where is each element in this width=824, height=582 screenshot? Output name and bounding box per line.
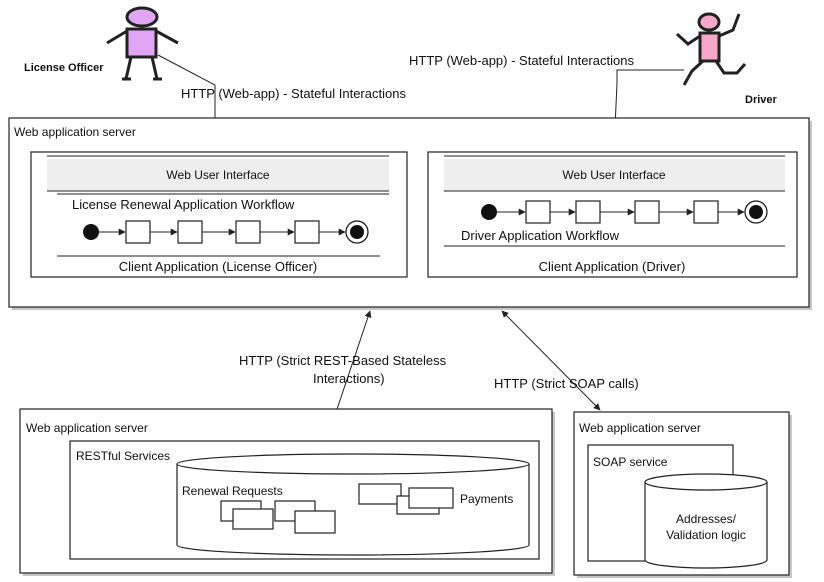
payments-group — [358, 483, 454, 515]
officer-ui-bar — [47, 159, 389, 191]
rest-server-label: Web application server — [26, 421, 148, 435]
workflow-step — [693, 200, 719, 224]
renewal-requests-group — [220, 500, 336, 534]
officer-head — [125, 6, 159, 28]
officer-http-label: HTTP (Web-app) - Stateful Interactions — [181, 86, 406, 101]
actor-license-officer: License Officer — [24, 6, 179, 81]
rest-web-app-server: Web application server RESTful Services … — [19, 408, 555, 576]
workflow-start — [481, 204, 497, 220]
workflow-step — [177, 220, 203, 244]
officer-workflow-steps — [83, 220, 369, 244]
soap-db-label-line2: Validation logic — [666, 528, 746, 542]
driver-http-arrow — [610, 69, 684, 151]
workflow-step — [525, 200, 551, 224]
officer-body — [125, 27, 158, 59]
officer-label: License Officer — [24, 62, 104, 74]
driver-workflow-steps — [481, 200, 768, 224]
workflow-step — [634, 200, 660, 224]
rest-label-line2: Interactions) — [313, 371, 385, 386]
driver-label: Driver — [745, 94, 778, 106]
actor-driver: Driver — [675, 12, 778, 106]
soap-server-label: Web application server — [579, 421, 701, 435]
payments-label: Payments — [460, 492, 513, 506]
driver-client-label: Client Application (Driver) — [539, 259, 686, 274]
workflow-step — [294, 220, 320, 244]
driver-http-label: HTTP (Web-app) - Stateful Interactions — [409, 53, 634, 68]
main-server-label: Web application server — [14, 125, 136, 139]
rest-label-line1: HTTP (Strict REST-Based Stateless — [239, 353, 447, 368]
officer-client-label: Client Application (License Officer) — [119, 259, 317, 274]
driver-body — [698, 31, 721, 63]
workflow-step — [575, 200, 601, 224]
soap-database — [644, 473, 768, 569]
driver-head — [697, 12, 721, 32]
driver-client-app: Web User Interface Driver Application Wo… — [427, 151, 798, 278]
officer-client-app: Web User Interface License Renewal Appli… — [30, 151, 408, 278]
main-web-app-server: Web application server Web User Interfac… — [8, 117, 812, 310]
driver-ui-bar — [444, 159, 785, 191]
renewal-requests-label: Renewal Requests — [182, 484, 283, 498]
driver-ui-label: Web User Interface — [562, 168, 665, 182]
workflow-step — [125, 220, 151, 244]
soap-web-app-server: Web application server SOAP service Addr… — [573, 411, 792, 578]
soap-arrow — [501, 310, 601, 411]
soap-service-label: SOAP service — [593, 455, 668, 469]
soap-label: HTTP (Strict SOAP calls) — [494, 376, 639, 391]
officer-ui-label: Web User Interface — [166, 168, 269, 182]
rest-database — [176, 453, 530, 556]
restful-services-label: RESTful Services — [76, 449, 170, 463]
driver-workflow-label: Driver Application Workflow — [461, 228, 620, 243]
soap-db-label-line1: Addresses/ — [676, 512, 737, 526]
officer-workflow-label: License Renewal Application Workflow — [72, 197, 295, 212]
workflow-step — [235, 220, 261, 244]
workflow-start — [83, 224, 99, 240]
